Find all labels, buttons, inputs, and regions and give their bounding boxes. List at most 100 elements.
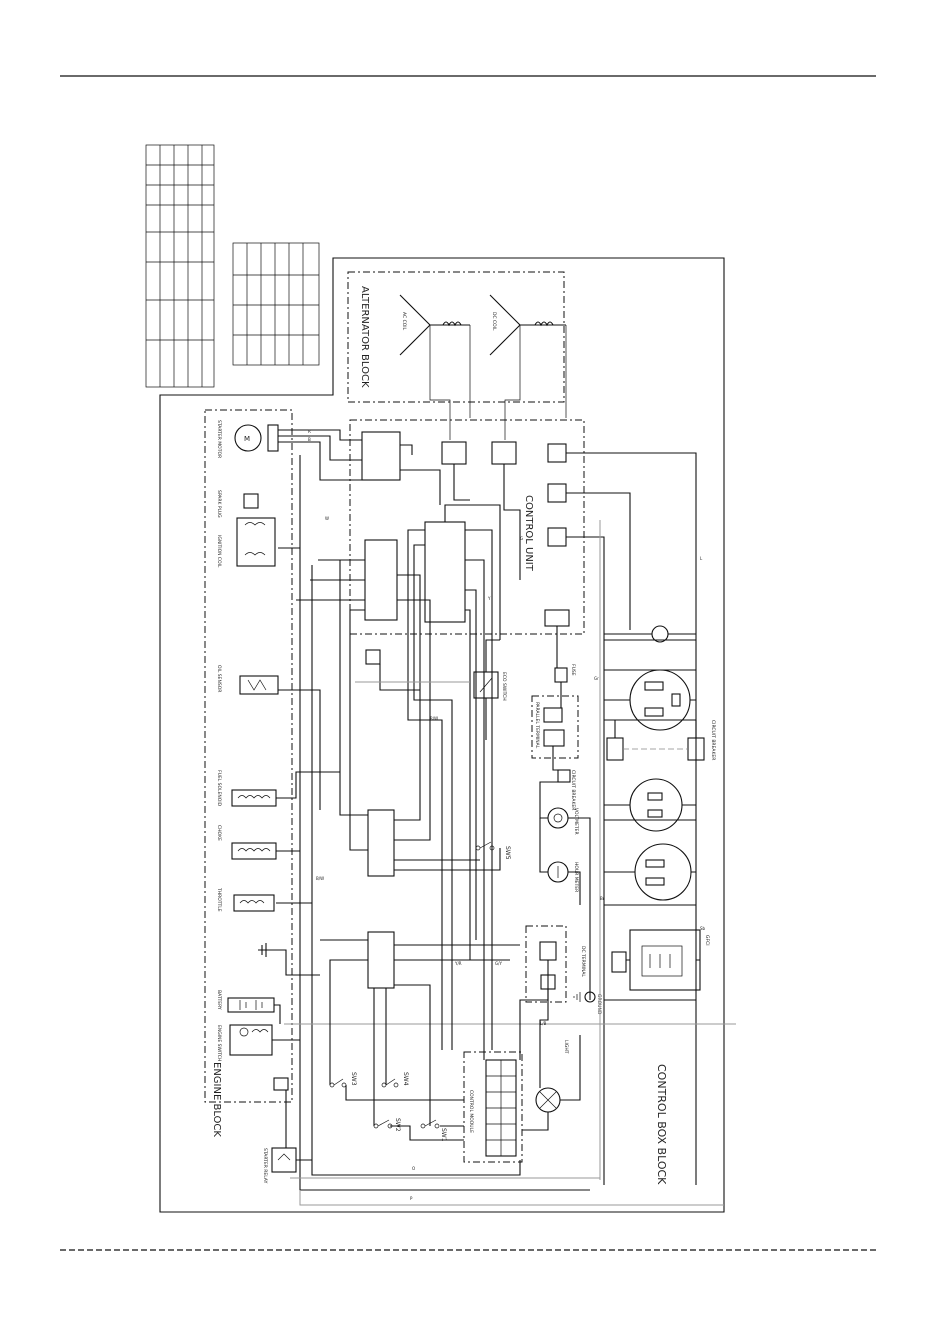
connector-pin-table xyxy=(232,242,320,366)
engine-switch-label: ENGINE SWITCH xyxy=(216,1025,222,1061)
engine-block-label: ENGINE BLOCK xyxy=(211,1062,222,1137)
connector-small xyxy=(365,649,381,665)
wire-tag: B xyxy=(308,437,311,442)
fuel-solenoid-label: FUEL SOLENOID xyxy=(216,770,222,807)
sw2-label: SW2 xyxy=(394,1118,401,1132)
voltmeter-label: VOLTMETER xyxy=(573,808,579,835)
main-connector-6p xyxy=(361,431,401,481)
wire-tag: W xyxy=(325,516,329,521)
circuit-breaker-left xyxy=(606,737,624,761)
oil-sensor-label: OIL SENSOR xyxy=(216,665,222,692)
choke-label: CHOKE xyxy=(216,825,222,841)
dc-coil xyxy=(489,294,566,356)
hour-meter-symbol xyxy=(547,861,569,883)
light-symbol xyxy=(535,1087,561,1113)
ac-coil-label: AC COIL xyxy=(401,312,407,331)
wire-tag: G xyxy=(520,536,523,541)
ground-symbol xyxy=(573,991,596,1003)
circuit-breaker-label: CIRCUIT BREAKER xyxy=(570,770,576,810)
control-unit-2p-connector xyxy=(544,609,570,627)
sw1-label: SW1 xyxy=(440,1128,447,1142)
wire-tag: L xyxy=(700,556,703,561)
spark-plug-label: SPARK PLUG xyxy=(216,490,222,518)
control-unit-label: CONTROL UNIT xyxy=(523,495,534,572)
starter-motor-label: STARTER MOTOR xyxy=(216,420,222,458)
dc-terminal-boundary xyxy=(525,925,567,1003)
voltmeter-symbol xyxy=(547,807,569,829)
dc-terminal-plug xyxy=(539,941,557,961)
choke-symbol xyxy=(231,842,277,860)
sw3-label: SW3 xyxy=(350,1072,357,1086)
light-label: LIGHT xyxy=(563,1040,569,1054)
sw3-symbol xyxy=(329,1078,347,1088)
wire-tag: P xyxy=(410,1196,413,1201)
hour-meter-label: HOUR METER xyxy=(573,862,579,892)
svg-text:M: M xyxy=(244,435,250,443)
control-module-boundary xyxy=(463,1051,523,1163)
battery-label: BATTERY xyxy=(216,990,222,1010)
wire-tag: R xyxy=(308,429,311,434)
parallel-terminal-boundary xyxy=(531,695,579,759)
control-unit-terminal-3 xyxy=(547,527,567,547)
circuit-breaker-right-label: CIRCUIT BREAKER xyxy=(710,720,716,760)
wire-tag: R/W xyxy=(430,716,438,721)
starter-relay-fuse xyxy=(273,1077,289,1091)
starter-relay-label: STARTER RELAY xyxy=(262,1148,268,1184)
gfci-label: GFCI xyxy=(704,935,710,946)
outlet-20a-symbol xyxy=(634,843,692,901)
ignition-coil-label: IGNITION COIL xyxy=(216,535,222,568)
wire-tag: L/B xyxy=(540,1021,547,1026)
parallel-terminal-plug-1 xyxy=(543,707,563,723)
wire-tag: Y xyxy=(487,596,491,601)
spark-plug-lead-symbol xyxy=(258,943,274,957)
control-module-grid xyxy=(486,1060,516,1156)
sw5-symbol xyxy=(475,841,495,851)
dc-coil-label: DC COIL xyxy=(491,312,497,331)
control-panel-connector-b xyxy=(367,931,395,989)
ac-coil xyxy=(399,294,470,356)
sw4-label: SW4 xyxy=(402,1072,409,1086)
diagram-frame xyxy=(159,257,725,1213)
parallel-terminal-label: PARALLEL TERMINAL xyxy=(534,702,540,749)
control-panel-connector-a xyxy=(367,809,395,877)
wire-tag-group: R B W Y G L B/W R/W Y/R G/Y L/B Br Gr O … xyxy=(308,429,706,1201)
parallel-terminal-plug-2 xyxy=(543,729,565,747)
battery-symbol xyxy=(227,997,275,1013)
sw2-symbol xyxy=(373,1119,393,1129)
fuel-solenoid-symbol xyxy=(231,789,277,807)
circuit-breaker-small xyxy=(557,769,571,783)
sw5-label: SW5 xyxy=(504,846,511,860)
gfci-outlet-symbol xyxy=(629,929,701,991)
engine-block-boundary xyxy=(204,409,293,1103)
wiring-harness xyxy=(272,429,736,1206)
control-module-label: CONTROL MODULE xyxy=(468,1090,474,1133)
wire-tag: O xyxy=(412,1166,415,1171)
alternator-block-boundary xyxy=(347,271,565,403)
wire-tag: Gr xyxy=(594,676,599,681)
dc-fuse-symbol xyxy=(554,667,568,683)
dc-coil-connector xyxy=(491,441,517,465)
wire-tag: Y/R xyxy=(454,961,462,966)
alternator-block-label: ALTERNATOR BLOCK xyxy=(359,286,370,388)
ground-label: GROUND xyxy=(596,994,602,1015)
control-unit-boundary xyxy=(349,419,585,635)
ac-coil-connector xyxy=(441,441,467,465)
eco-switch-label: ECO SWITCH xyxy=(501,672,507,701)
control-unit-12p-connector xyxy=(364,539,398,621)
control-unit-16p-connector xyxy=(424,521,466,623)
dc-terminal-label: DC TERMINAL xyxy=(580,946,586,977)
alternator-leads xyxy=(429,325,567,440)
gfci-breaker xyxy=(611,951,627,973)
ignition-coil-symbol xyxy=(236,493,276,567)
throttle-symbol xyxy=(233,894,275,912)
wire-tag: Br xyxy=(600,896,605,901)
control-unit-terminal-1 xyxy=(547,443,567,463)
throttle-label: THROTTLE xyxy=(216,887,222,912)
control-unit-terminal-2 xyxy=(547,483,567,503)
fuse-label: FUSE xyxy=(570,664,576,676)
outlet-round-symbol xyxy=(629,778,683,832)
wire-tag: Sb xyxy=(700,926,706,931)
outlet-30a-symbol xyxy=(629,669,691,731)
